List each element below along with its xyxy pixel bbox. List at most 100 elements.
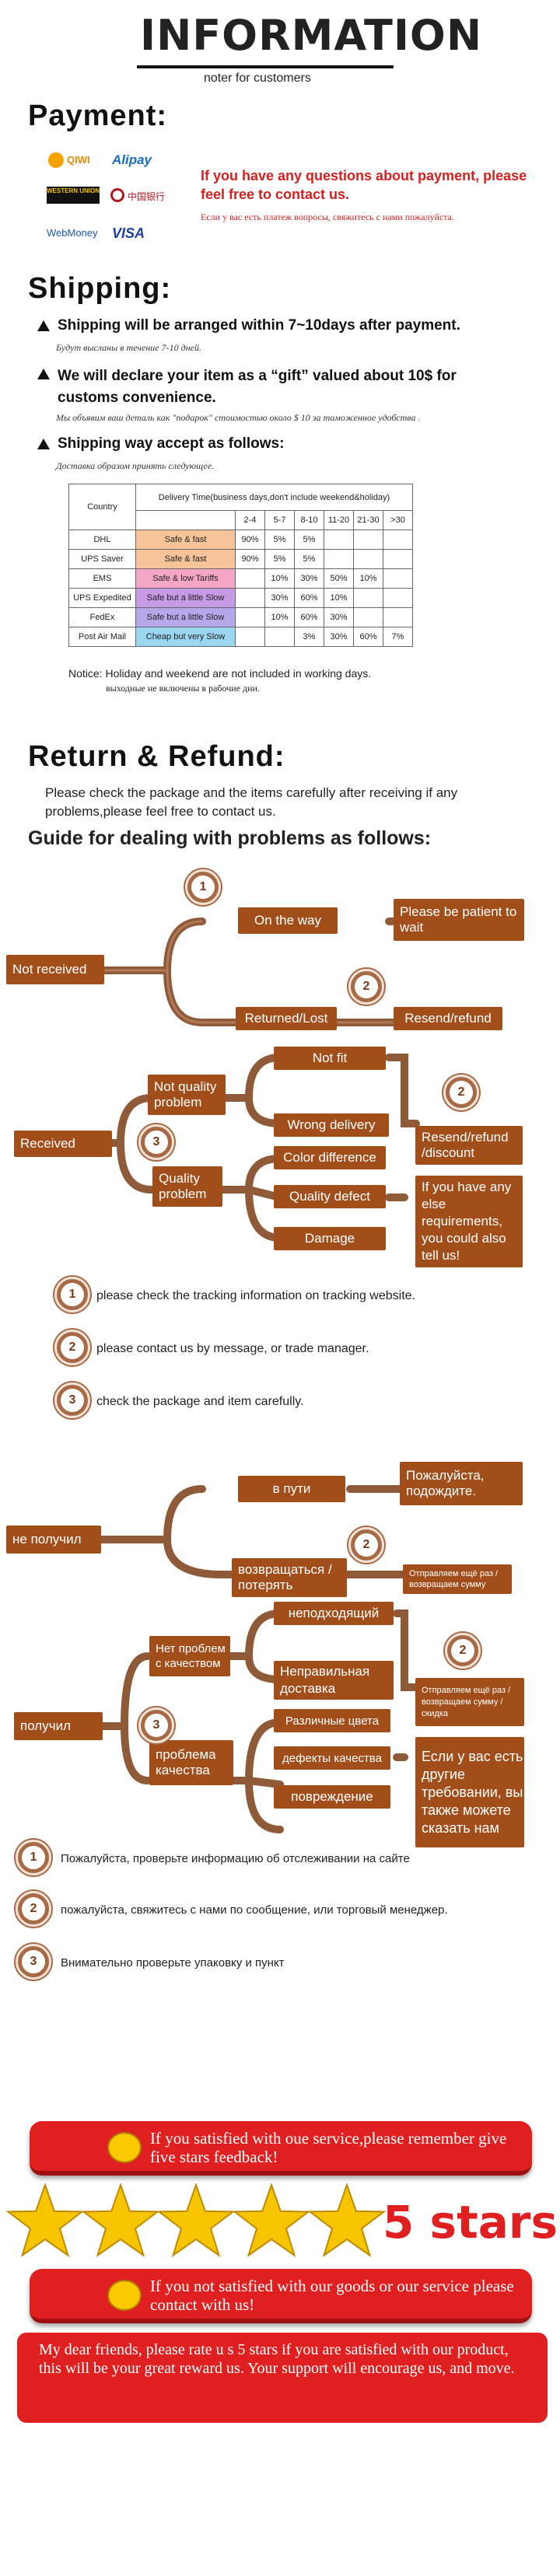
carrier-desc: Safe & low Tariffs: [135, 568, 236, 589]
shipping-bullet-2-ru: Мы объявим ваш деталь как "подарок" стои…: [56, 412, 421, 423]
day-header: 8-10: [294, 510, 324, 530]
star-icon: [81, 2183, 160, 2257]
carrier-name: UPS Expedited: [68, 588, 136, 608]
delivery-percent: [324, 549, 354, 569]
refund-intro: Please check the package and the items c…: [45, 785, 458, 819]
bullet-triangle-icon: [37, 439, 50, 449]
english-flow-pipes: [89, 918, 439, 1242]
ru-other: Если у вас есть другие требовании, вы та…: [415, 1737, 524, 1847]
closing-box: My dear friends, please rate u s 5 stars…: [17, 2333, 548, 2423]
ru-not-received: не получил: [6, 1526, 101, 1554]
payment-logos: QIWI Alipay WESTERN UNION 中国银行 WebMoney …: [47, 148, 179, 257]
ru-tip-2-icon: 2: [16, 1891, 51, 1927]
payment-note-en: If you have any questions about payment,…: [201, 168, 527, 202]
boc-logo: 中国银行: [128, 191, 166, 202]
en-tip-1: please check the tracking information on…: [96, 1289, 415, 1302]
en-wrong-delivery: Wrong delivery: [274, 1113, 389, 1137]
page-subtitle: noter for customers: [204, 72, 311, 85]
day-header: 5-7: [264, 510, 295, 530]
en-tip-3: check the package and item carefully.: [96, 1395, 304, 1408]
day-header: 11-20: [324, 510, 354, 530]
closing-text: My dear friends, please rate u s 5 stars…: [39, 2341, 515, 2377]
page-title: INFORMATION: [140, 11, 483, 60]
delivery-percent: 30%: [294, 568, 324, 589]
delivery-percent: [235, 568, 265, 589]
en-damage: Damage: [274, 1227, 386, 1250]
en-received: Received: [14, 1131, 112, 1157]
star-icon: [307, 2183, 387, 2257]
country-header: Country: [68, 484, 136, 530]
shipping-bullet-3: Shipping way accept as follows:: [37, 435, 284, 453]
five-stars-label: 5 stars: [383, 2196, 558, 2249]
ru-received: получил: [14, 1712, 103, 1740]
title-underline: [137, 65, 394, 68]
russian-flow-pipes: [91, 1485, 439, 1833]
delivery-percent: 60%: [294, 607, 324, 627]
ru-returned: возвращаться /потерять: [232, 1558, 347, 1597]
delivery-percent: [383, 568, 413, 589]
delivery-percent: [235, 607, 265, 627]
ru-defect: дефекты качества: [274, 1746, 390, 1770]
delivery-percent: [383, 607, 413, 627]
en-quality-defect: Quality defect: [274, 1185, 386, 1208]
desc-header: [135, 510, 236, 530]
bullet-triangle-icon: [37, 369, 50, 379]
shipping-notice-ru: выходные не включены в рабочие дни.: [106, 683, 260, 694]
carrier-name: FedEx: [68, 607, 136, 627]
ru-wrong: Неправильная доставка: [274, 1661, 394, 1700]
shipping-bullet-3-ru: Доставка образом принять следующее.: [56, 460, 215, 471]
en-patient: Please be patient to wait: [394, 899, 524, 941]
en-color-difference: Color difference: [274, 1146, 386, 1169]
shipping-table: Country Delivery Time(business days,don'…: [68, 484, 413, 647]
delivery-percent: 5%: [264, 530, 295, 550]
delivery-header: Delivery Time(business days,don't includ…: [135, 484, 413, 511]
carrier-desc: Safe & fast: [135, 549, 236, 569]
delivery-percent: 10%: [264, 568, 295, 589]
ru-tip-2: пожалуйста, свяжитесь с нами по сообщени…: [61, 1903, 448, 1917]
en-other-requirements: If you have any else requirements, you c…: [415, 1176, 523, 1267]
en-resend-refund: Resend/refund: [394, 1007, 502, 1030]
delivery-percent: 7%: [383, 627, 413, 647]
smiley-icon: [107, 2132, 142, 2163]
star-icon: [156, 2183, 236, 2257]
ru-not-quality: Нет проблем с качеством: [149, 1636, 230, 1676]
delivery-percent: [353, 607, 383, 627]
en-tip-2-icon: 2: [54, 1330, 90, 1365]
delivery-percent: [383, 588, 413, 608]
carrier-name: EMS: [68, 568, 136, 589]
satisfied-text: If you satisfied with oue service,please…: [150, 2129, 507, 2166]
delivery-percent: [383, 549, 413, 569]
carrier-desc: Cheap but very Slow: [135, 627, 236, 647]
smiley-icon: [107, 2280, 142, 2311]
en-resend-discount: Resend/refund /discount: [415, 1126, 523, 1165]
star-icon: [232, 2183, 311, 2257]
ru-resend-discount: Отправляем ещё раз /возвращаем сумму /ск…: [415, 1678, 524, 1726]
delivery-percent: [383, 530, 413, 550]
qiwi-logo: QIWI: [67, 154, 90, 166]
payment-note-ru: Если у вас есть платеж вопросы, свяжитес…: [201, 211, 454, 222]
ru-quality-problem: проблема качества: [149, 1740, 233, 1785]
delivery-percent: 60%: [353, 627, 383, 647]
payment-title: Payment:: [28, 100, 168, 132]
day-header: 2-4: [235, 510, 265, 530]
delivery-percent: [353, 549, 383, 569]
en-not-received: Not received: [6, 955, 104, 984]
delivery-percent: [235, 627, 265, 647]
delivery-percent: 3%: [294, 627, 324, 647]
carrier-desc: Safe but a little Slow: [135, 588, 236, 608]
ru-resend: Отправляем ещё раз /возвращаем сумму: [403, 1564, 512, 1594]
shipping-bullet-1-ru: Будут высланы в течение 7-10 дней.: [56, 342, 201, 353]
delivery-percent: 10%: [353, 568, 383, 589]
carrier-desc: Safe & fast: [135, 530, 236, 550]
ru-tip-3-icon: 3: [16, 1944, 51, 1980]
carrier-name: Post Air Mail: [68, 627, 136, 647]
delivery-percent: 10%: [324, 588, 354, 608]
delivery-percent: 90%: [235, 530, 265, 550]
alipay-logo: Alipay: [112, 152, 152, 167]
en-step-2b-icon: 2: [443, 1075, 479, 1110]
delivery-percent: 5%: [294, 549, 324, 569]
satisfied-banner: If you satisfied with oue service,please…: [30, 2121, 532, 2176]
five-stars: [5, 2183, 387, 2257]
delivery-percent: [264, 627, 295, 647]
